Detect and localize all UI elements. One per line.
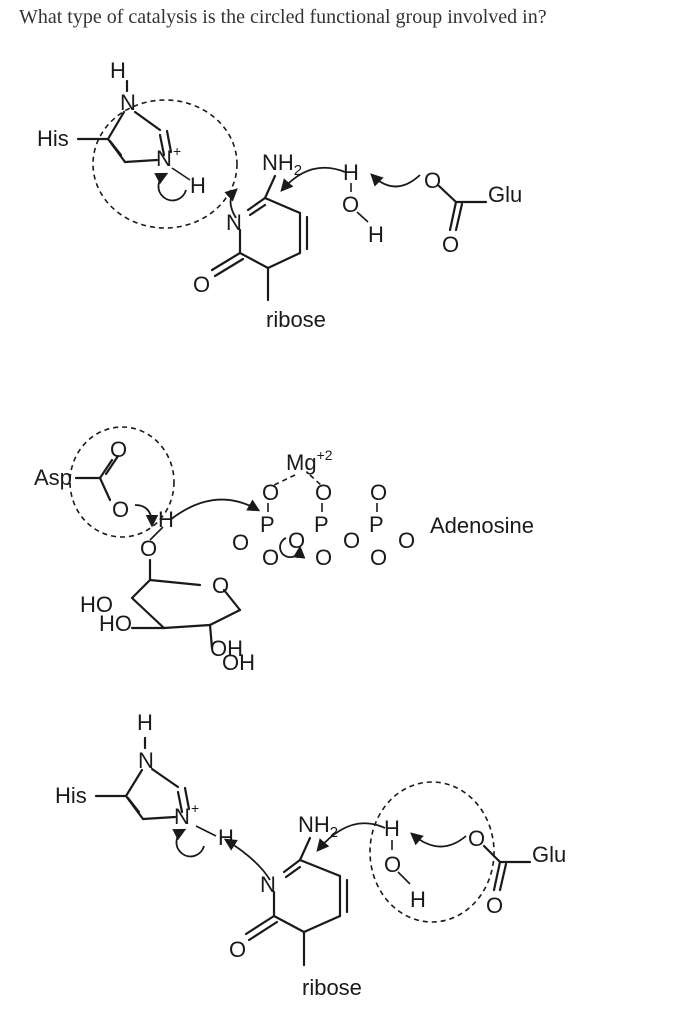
ribose-label: ribose (266, 307, 326, 332)
transfer-h: H (218, 825, 234, 850)
o-item-1: O (262, 480, 279, 505)
o-item-2: O (315, 480, 332, 505)
o-item-4: O (232, 530, 249, 555)
n-plus-charge: + (191, 800, 199, 816)
water-h1: H (384, 816, 400, 841)
glu-o-double: O (442, 232, 459, 257)
his-label: His (37, 126, 69, 151)
ring-n: N (226, 210, 242, 235)
imidazole-ring (124, 767, 191, 821)
dashed-circle-his (92, 99, 238, 229)
curly-arrow-asp (134, 504, 159, 528)
ring-n: N (260, 872, 276, 897)
o-item-10: O (370, 545, 387, 570)
glu-o-minus: O (424, 168, 441, 193)
nh2-label: NH2 (298, 812, 338, 841)
mg-label: Mg+2 (286, 447, 333, 475)
curly-arrow-n (224, 188, 238, 219)
curly-arrow-water (316, 822, 386, 852)
panel-2-aspartate-mechanism: Asp O O H O O HO HO OH OH Mg+2 (34, 426, 534, 675)
ho-label-2: HO (99, 611, 132, 636)
question-text: What type of catalysis is the circled fu… (19, 6, 547, 28)
water-h2: H (368, 222, 384, 247)
oh-label-2: OH (222, 650, 255, 675)
pyrimidine-ring (210, 174, 309, 302)
ring-o: O (229, 937, 246, 962)
oh-label-1: OH (210, 636, 243, 661)
imidazole-n: N (138, 748, 154, 773)
imidazolium-n: N (174, 804, 190, 829)
imidazolium-n: N (156, 146, 172, 171)
adenosine-label: Adenosine (430, 513, 534, 538)
water-o: O (384, 852, 401, 877)
water-h1: H (343, 160, 359, 185)
asp-o-minus: O (112, 497, 129, 522)
curly-arrow-glu (410, 832, 467, 848)
glu-o-double: O (486, 893, 503, 918)
o-item-7: O (398, 528, 415, 553)
sugar-o: O (140, 536, 157, 561)
n-plus-charge: + (173, 143, 181, 159)
sugar-h: H (158, 507, 174, 532)
water-o: O (342, 192, 359, 217)
o-item-3: O (370, 480, 387, 505)
curly-arrow-phosphate (279, 537, 306, 559)
panel-1-histidine-mechanism: His N H N + H NH2 (37, 58, 522, 332)
imidazole-n: N (120, 90, 136, 115)
glu-o-minus: O (468, 826, 485, 851)
phosphorus-2: P (314, 512, 329, 537)
ribose-label: ribose (302, 975, 362, 1000)
phosphorus-1: P (260, 512, 275, 537)
glu-label: Glu (532, 842, 566, 867)
curly-arrow-sugar (169, 498, 261, 521)
phosphorus-3: P (369, 512, 384, 537)
curly-arrow-his (154, 172, 187, 202)
dashed-circle-asp (69, 426, 175, 538)
water-h2: H (410, 887, 426, 912)
o-item-5: O (288, 528, 305, 553)
o-item-6: O (343, 528, 360, 553)
his-label: His (55, 783, 87, 808)
asp-o-double: O (110, 437, 127, 462)
o-item-9: O (315, 545, 332, 570)
ho-label-1: HO (80, 592, 113, 617)
o-item-8: O (262, 545, 279, 570)
imidazole-h: H (137, 710, 153, 735)
panel-3-glutamate-mechanism: His N H N + H NH2 (55, 710, 566, 1000)
transfer-h: H (190, 173, 206, 198)
curly-arrow-water (280, 166, 346, 192)
glu-label: Glu (488, 182, 522, 207)
dashed-circle-water-glu (369, 781, 495, 923)
ring-o: O (193, 272, 210, 297)
curly-arrow-n (223, 838, 271, 881)
curly-arrow-his (172, 828, 205, 858)
ring-o: O (212, 573, 229, 598)
sugar-ring (130, 558, 242, 650)
imidazole-ring (106, 110, 173, 164)
pyrimidine-ring (244, 836, 349, 967)
imidazole-h: H (110, 58, 126, 83)
asp-label: Asp (34, 465, 72, 490)
curly-arrow-glu (370, 173, 421, 188)
nh2-label: NH2 (262, 150, 302, 179)
